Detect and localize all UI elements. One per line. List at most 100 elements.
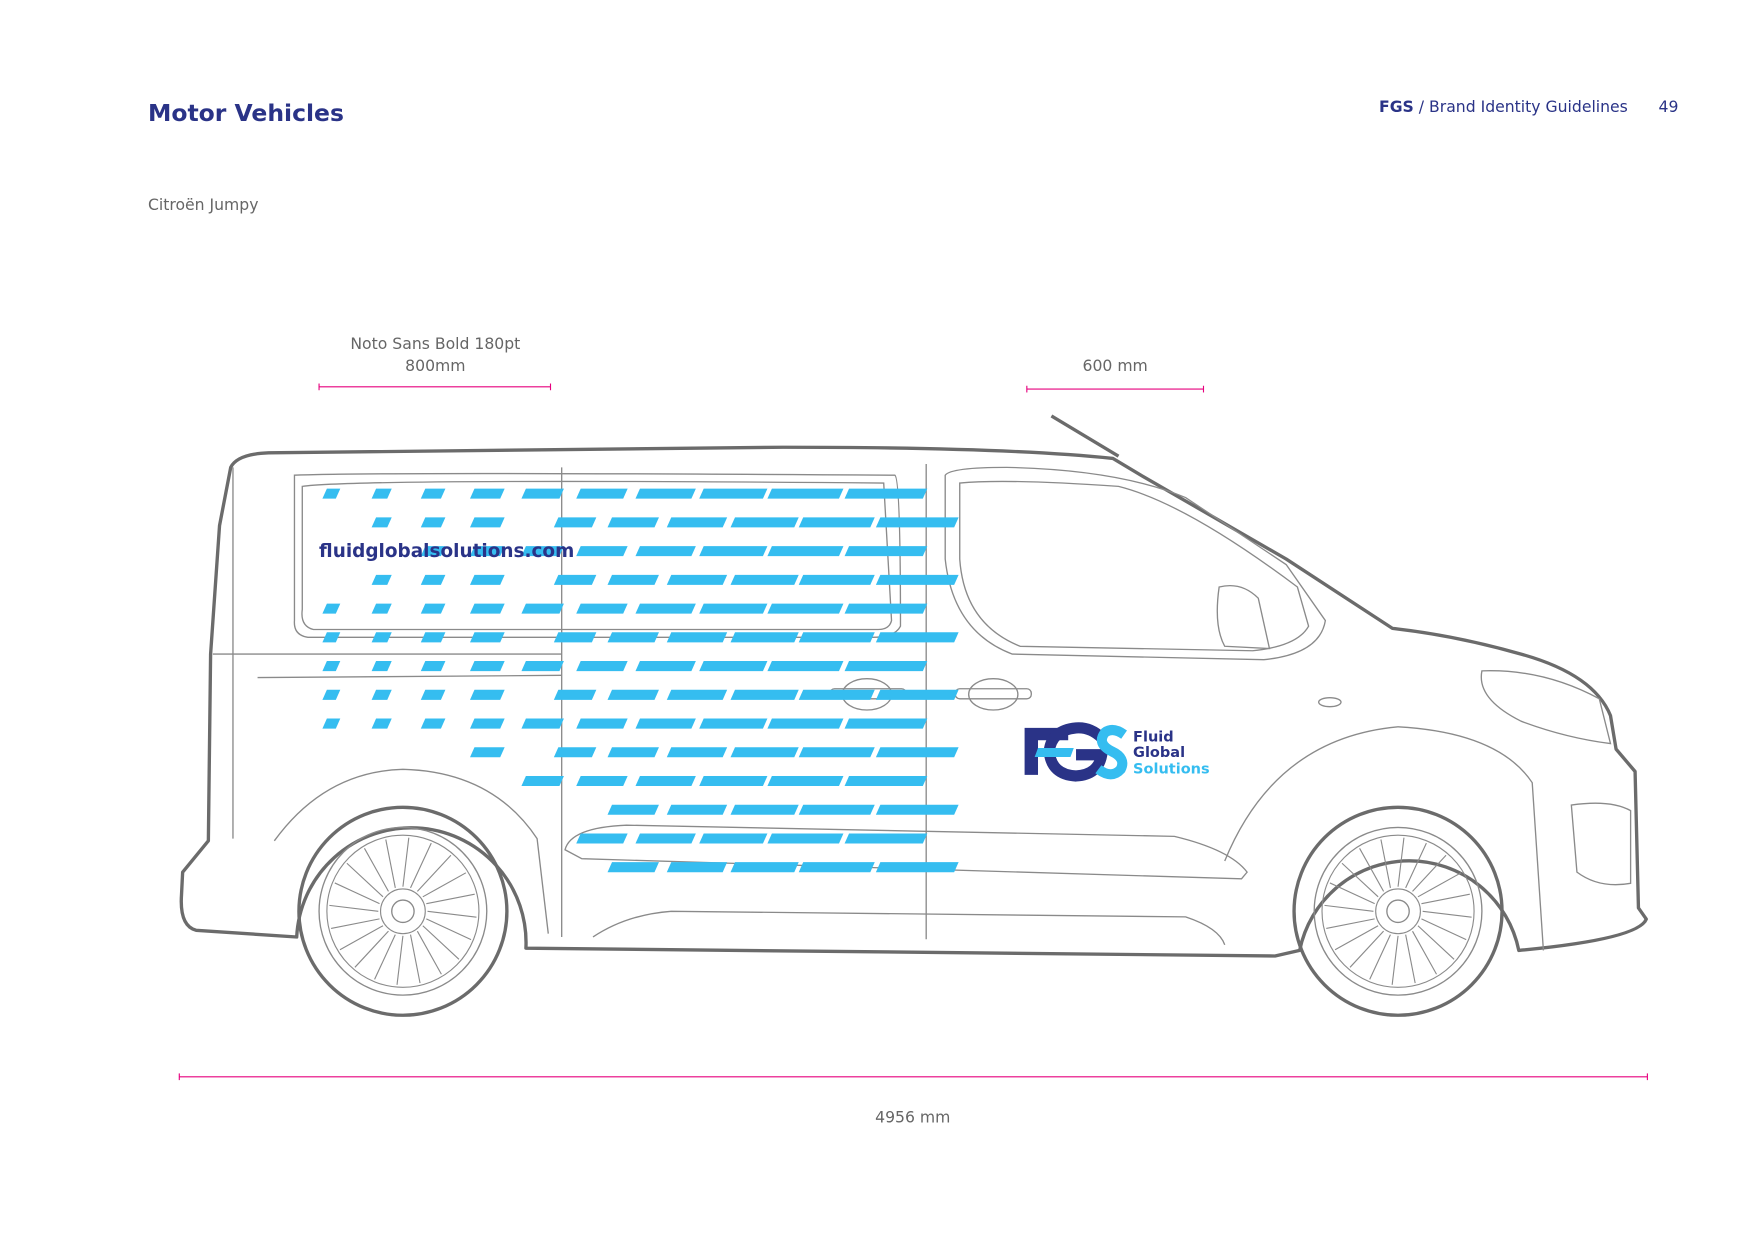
livery-stripe — [576, 718, 628, 729]
livery-stripe — [470, 632, 505, 643]
livery-stripe — [699, 661, 768, 672]
livery-stripe — [699, 546, 768, 557]
livery-stripe — [635, 718, 696, 729]
livery-stripe — [470, 661, 505, 672]
logo-width-line — [1026, 385, 1205, 393]
livery-stripe — [635, 603, 696, 614]
livery-stripe — [635, 661, 696, 672]
livery-stripe — [607, 804, 659, 815]
livery-stripe — [767, 833, 844, 844]
rear-side-window-inner — [301, 480, 893, 631]
livery-stripe — [470, 546, 505, 557]
livery-stripe — [607, 689, 659, 700]
livery-stripe — [576, 833, 628, 844]
livery-stripe — [607, 517, 659, 528]
livery-stripe — [607, 862, 659, 873]
livery-stripe — [576, 488, 628, 499]
front-door-window-frame — [944, 466, 1327, 661]
livery-stripe — [875, 517, 959, 528]
livery-stripe — [521, 546, 564, 557]
logo-text-fluid: Fluid — [1133, 729, 1174, 745]
livery-stripe — [666, 689, 728, 700]
livery-stripe — [767, 488, 844, 499]
livery-stripe — [371, 603, 392, 614]
livery-stripe — [844, 661, 928, 672]
livery-stripe — [798, 804, 875, 815]
livery-stripe — [420, 574, 446, 585]
running-header: FGS / Brand Identity Guidelines — [1379, 97, 1628, 116]
antenna — [1050, 414, 1120, 458]
front-window — [959, 480, 1310, 652]
livery-stripe — [420, 546, 446, 557]
van-body-outline — [179, 445, 1648, 958]
brand-abbrev: FGS — [1379, 97, 1414, 116]
livery-stripe — [607, 747, 659, 758]
livery-stripe — [635, 488, 696, 499]
livery-stripe — [371, 574, 392, 585]
livery-stripe — [730, 632, 799, 643]
vehicle-length-line — [178, 1073, 1648, 1081]
rear-wheel — [297, 805, 509, 1017]
livery-stripe — [798, 574, 875, 585]
front-wheel — [1292, 805, 1504, 1017]
van-illustration — [179, 414, 1648, 1017]
livery-stripe — [553, 689, 597, 700]
livery-stripe — [798, 517, 875, 528]
livery-stripe — [470, 488, 505, 499]
livery-stripe — [635, 775, 696, 787]
livery-stripe — [322, 661, 341, 672]
livery-stripe — [470, 747, 505, 758]
livery-stripe — [371, 718, 392, 729]
livery-stripe — [322, 689, 341, 700]
front-door-handle — [954, 678, 1032, 711]
livery-stripe — [730, 517, 799, 528]
livery-stripe — [322, 603, 341, 614]
livery-stripe — [798, 689, 875, 700]
livery-stripe — [553, 632, 597, 643]
livery-stripe — [666, 804, 728, 815]
livery-stripe — [844, 833, 928, 844]
livery-stripe — [767, 775, 844, 787]
livery-stripe — [371, 689, 392, 700]
livery-stripe — [730, 862, 799, 873]
livery-stripe — [666, 747, 728, 758]
livery-stripe — [798, 632, 875, 643]
livery-stripe — [371, 661, 392, 672]
livery-stripe — [844, 718, 928, 729]
logo-text-solutions: Solutions — [1133, 762, 1210, 778]
livery-stripe — [607, 574, 659, 585]
side-rubbing-strip — [564, 824, 1248, 880]
livery-stripe — [521, 661, 564, 672]
livery-stripe — [798, 862, 875, 873]
livery-stripe — [875, 862, 959, 873]
livery-stripe — [553, 747, 597, 758]
livery-stripe — [420, 603, 446, 614]
livery-stripe — [699, 833, 768, 844]
side-mirror — [1216, 584, 1271, 650]
livery-stripe — [521, 603, 564, 614]
livery-stripe — [420, 488, 446, 499]
livery-stripe — [666, 862, 728, 873]
livery-website-url: fluidglobalsolutions.com — [319, 541, 574, 562]
livery-stripe — [470, 603, 505, 614]
logo-text-global: Global — [1133, 745, 1185, 761]
livery-stripe — [767, 603, 844, 614]
livery-stripe — [521, 718, 564, 729]
livery-stripe — [371, 488, 392, 499]
vehicle-model: Citroën Jumpy — [148, 195, 259, 214]
livery-stripe — [875, 632, 959, 643]
livery-stripe — [844, 546, 928, 557]
livery-stripe — [666, 517, 728, 528]
livery-stripe — [420, 689, 446, 700]
livery-stripe — [730, 574, 799, 585]
logo-letter-s — [1095, 725, 1128, 780]
livery-stripe — [553, 517, 597, 528]
livery-stripe — [730, 689, 799, 700]
livery-stripe — [666, 574, 728, 585]
livery-stripe-pattern — [322, 488, 959, 873]
livery-stripe — [607, 632, 659, 643]
livery-stripe — [767, 546, 844, 557]
livery-stripe — [699, 488, 768, 499]
livery-stripe — [875, 574, 959, 585]
